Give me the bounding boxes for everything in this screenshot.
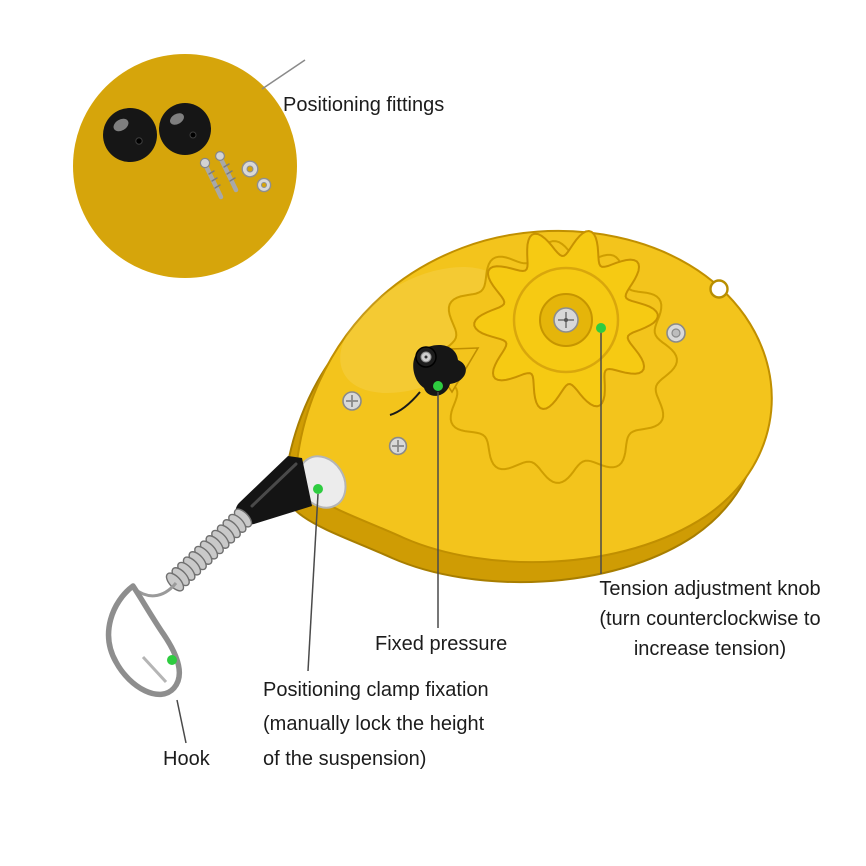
fittings-leader-line [261,59,306,90]
label-fixed-pressure: Fixed pressure [375,633,508,655]
fittings-inset [73,54,297,278]
spring-coil [165,508,253,592]
fixed-pressure-clamp [389,345,466,416]
outlet-cone [235,456,312,525]
label-positioning-fittings: Positioning fittings [283,94,445,116]
fitting-washers [241,160,272,193]
callout-dot-knob [596,323,606,333]
knob-center-screw [553,307,579,333]
callout-lines [176,59,602,744]
callout-dot-clamp [433,381,443,391]
cone-highlight [250,462,298,508]
case-screw-1 [342,391,362,411]
carabiner-hook [105,583,183,698]
clamp-leader-line [307,493,319,672]
case-nut [666,323,686,343]
label-positioning-clamp-fixation: Positioning clamp fixation (manually loc… [263,679,489,770]
knob-inner-ring [512,266,620,374]
label-hook: Hook [163,748,210,770]
case-screw-2 [388,436,408,456]
label-tension-adjustment-knob: Tension adjustment knob (turn counterclo… [599,578,821,660]
callout-dot-collar [313,484,323,494]
ball-fittings [103,103,211,162]
callout-dot-hook [167,655,177,665]
hanging-hole [709,279,729,299]
spring-balancer-body [235,229,773,584]
fitting-screws [199,151,239,200]
callout-dots [167,323,606,665]
hook-leader-line [176,699,187,744]
